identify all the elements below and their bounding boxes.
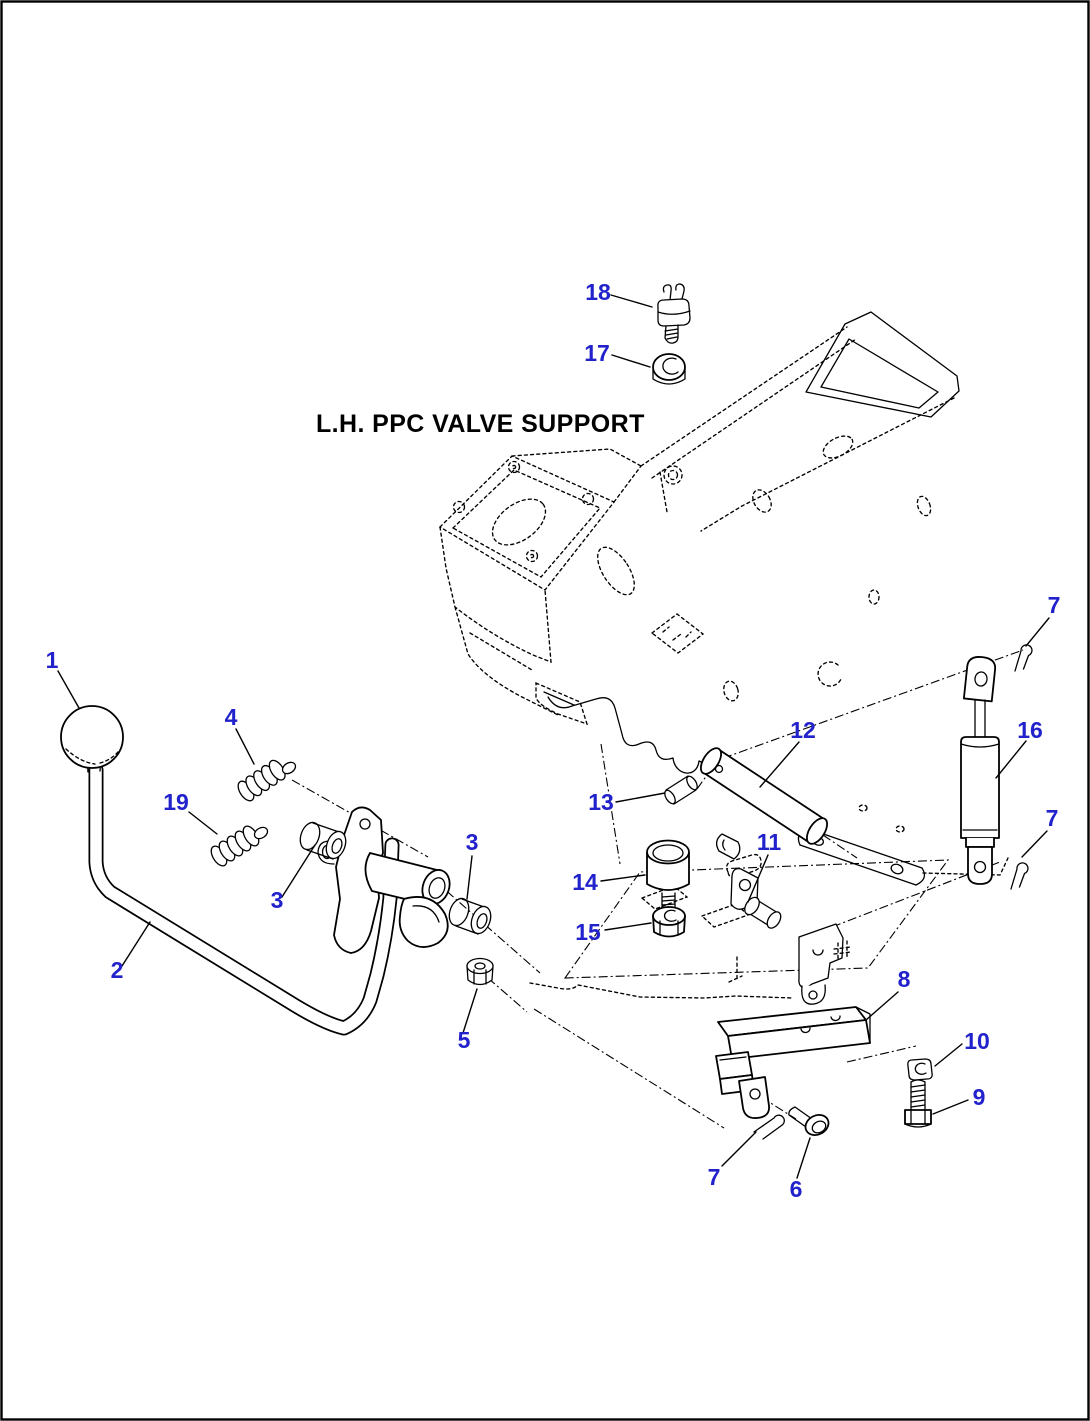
part-1-knob [60,705,124,769]
callout-7-bottom: 7 [708,1164,721,1190]
callout-leader-lines [57,294,1050,1179]
callout-3-left: 3 [271,887,284,913]
part-8-bracket [715,1006,871,1119]
callout-3-right: 3 [466,829,479,855]
part-11-bolt [730,868,782,929]
callout-8: 8 [898,966,911,992]
callout-12: 12 [790,717,816,743]
part-18-fitting [657,283,691,344]
valve-support-housing [438,311,960,774]
callout-11: 11 [757,829,782,855]
callout-1: 1 [46,647,59,673]
callout-14: 14 [572,869,598,895]
part-10-nut [907,1058,933,1081]
part-9-bolt [904,1079,932,1128]
callout-7-top: 7 [1048,592,1061,618]
part-14-bumper [646,839,690,909]
part-3-bushing-right [448,897,492,935]
part-7-cotter-pin-top [1014,644,1033,672]
callout-16: 16 [1017,717,1043,743]
callout-7-mid: 7 [1046,805,1059,831]
callout-labels: 18 17 1 4 19 3 3 2 5 12 13 14 15 11 16 7… [46,279,1061,1202]
part-4-spring [237,759,297,802]
part-7-cotter-pin-mid [1010,862,1029,890]
callout-17: 17 [584,340,610,366]
plate-hinge-lug [798,923,852,1005]
part-15-nut [652,906,686,938]
part-12-pin [700,747,828,845]
part-5-nut [466,957,494,986]
callout-19: 19 [163,789,189,815]
callout-5: 5 [458,1027,471,1053]
callout-15: 15 [575,919,601,945]
callout-2: 2 [111,957,124,983]
lever-pivot-bracket [317,806,451,954]
part-6-pin [788,1106,830,1137]
callout-4: 4 [225,704,238,730]
part-17-grommet [652,353,686,385]
plate-strip-bracket [715,827,1009,886]
part-13-pin [664,775,698,805]
figure-title: L.H. PPC VALVE SUPPORT [316,410,645,438]
callout-10: 10 [964,1028,990,1054]
part-16-damper [960,656,1000,885]
callout-13: 13 [588,789,614,815]
part-7-cotter-pin-bottom [753,1114,785,1140]
part-19-spring [210,825,269,867]
callout-9: 9 [973,1084,986,1110]
callout-6: 6 [790,1176,803,1202]
callout-18: 18 [585,279,611,305]
